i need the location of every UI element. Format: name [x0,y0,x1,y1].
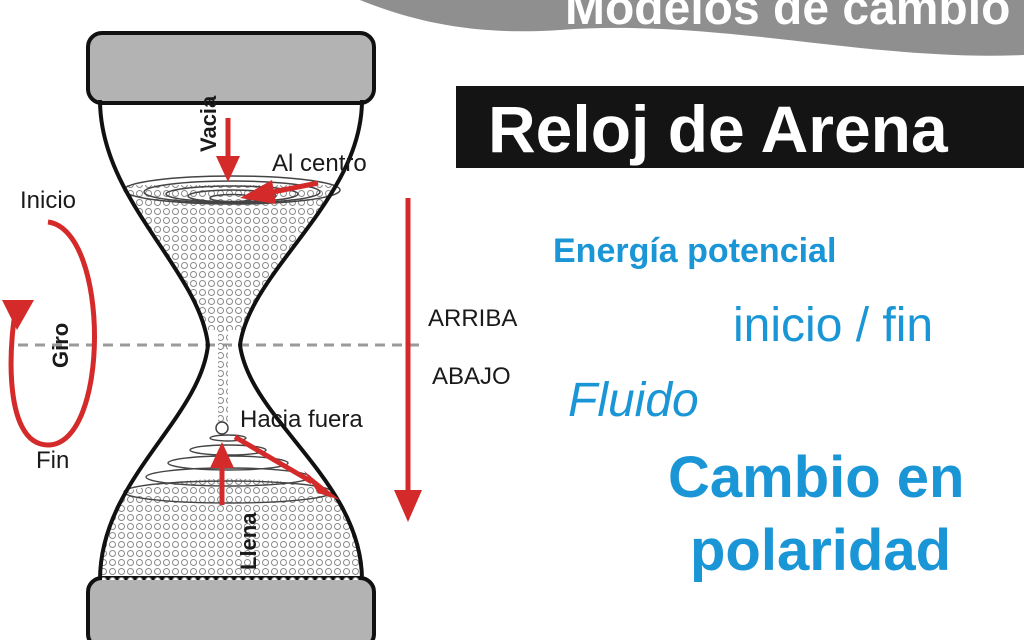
concept-cambio-line1: Cambio en [668,445,965,510]
label-abajo: ABAJO [432,363,511,390]
title-box [456,86,1024,168]
sand [100,185,362,580]
sand-drop [215,421,229,435]
banner-text: Modelos de cambio [565,0,1010,35]
concept-energia: Energía potencial [553,232,836,270]
header-banner [360,0,1024,56]
label-llena: Llena [236,512,261,570]
label-al-centro: Al centro [272,150,367,177]
label-hacia-fuera: Hacia fuera [240,406,363,433]
concept-inicio-fin: inicio / fin [733,299,933,352]
hourglass-glass [98,99,364,581]
label-arriba: ARRIBA [428,305,517,332]
page-title: Reloj de Arena [488,92,949,166]
hourglass-top-cap [86,31,376,105]
label-inicio: Inicio [20,187,76,214]
flow-arrows [210,118,340,505]
concept-fluido: Fluido [568,374,699,427]
label-giro: Giro [48,323,73,368]
hourglass-bottom-cap [86,576,376,640]
concept-cambio-line2: polaridad [690,518,951,583]
rotation-arrow [2,219,97,448]
label-vacia: Vacia [196,95,221,152]
label-fin: Fin [36,447,69,474]
down-arrow [394,198,422,522]
